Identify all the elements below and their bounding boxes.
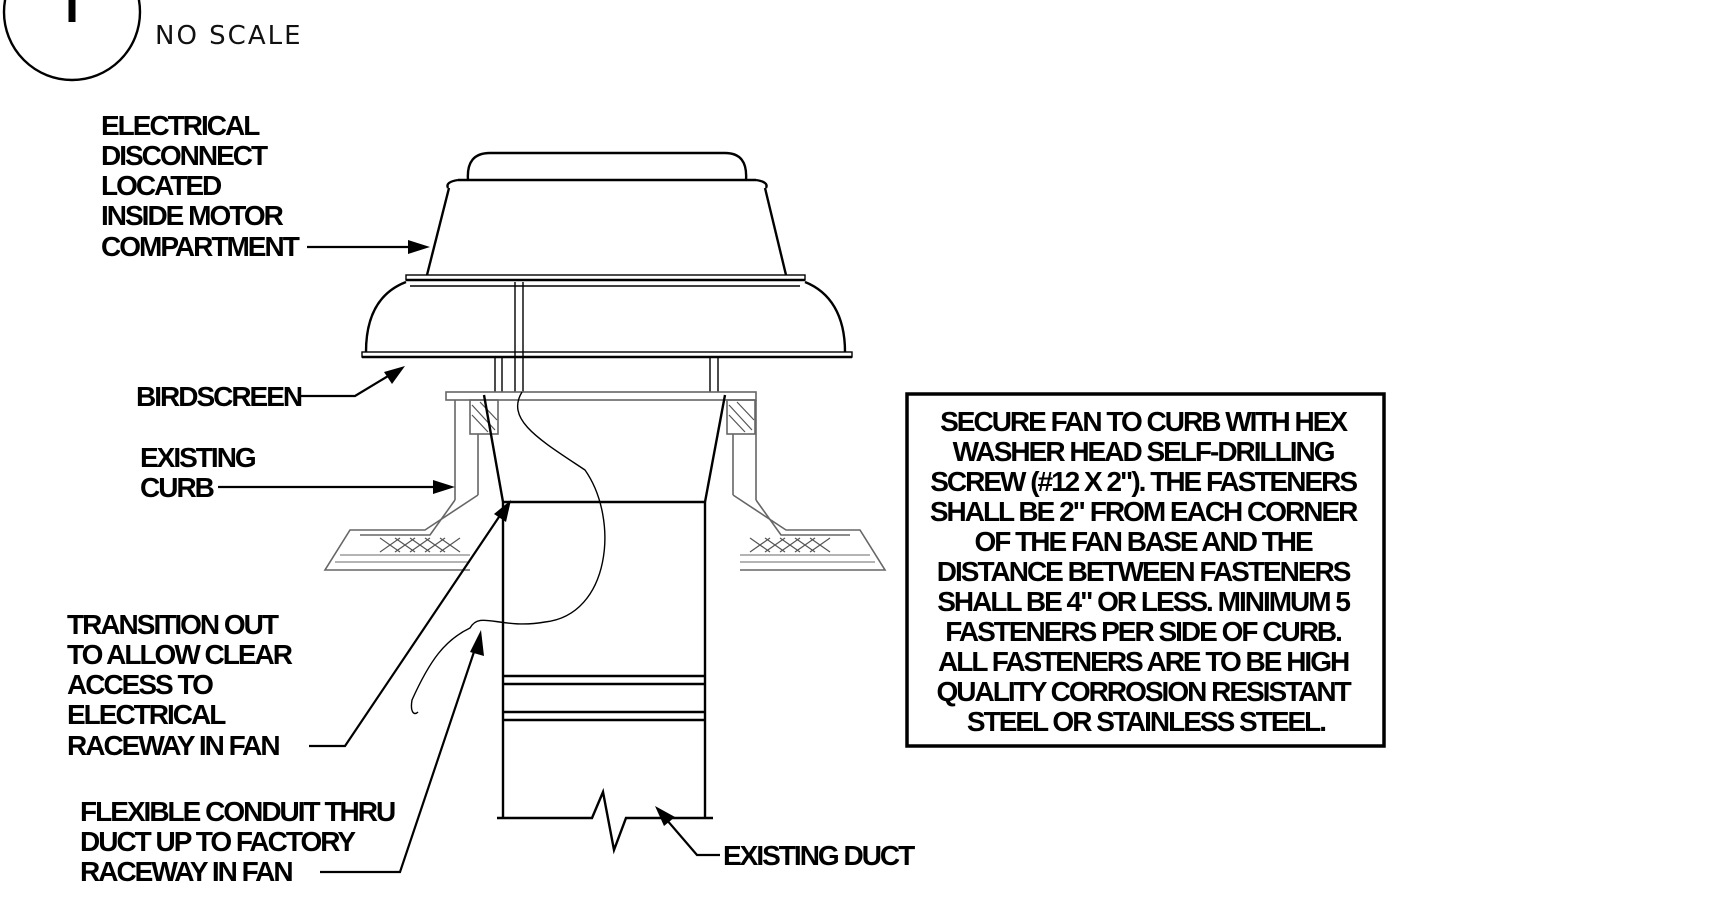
- scale-note: NO SCALE: [155, 21, 303, 51]
- existing-curb: [323, 391, 887, 571]
- transition-callout: TRANSITION OUT TO ALLOW CLEAR ACCESS TO …: [67, 609, 297, 761]
- transition-and-duct: [482, 394, 727, 855]
- detail-tag: [2, 0, 142, 82]
- flexible-conduit-callout: FLEXIBLE CONDUIT THRU DUCT UP TO FACTORY…: [80, 796, 400, 887]
- birdscreen-callout: BIRDSCREEN: [136, 381, 302, 412]
- leader-lines: [218, 240, 720, 874]
- flexible-conduit: [410, 391, 606, 715]
- fastener-note-box: SECURE FAN TO CURB WITH HEX WASHER HEAD …: [905, 392, 1386, 748]
- fastener-note-text: SECURE FAN TO CURB WITH HEX WASHER HEAD …: [930, 406, 1362, 737]
- existing-curb-callout: EXISTING CURB: [140, 442, 260, 503]
- existing-duct-callout: EXISTING DUCT: [723, 840, 915, 871]
- electrical-disconnect-callout: ELECTRICAL DISCONNECT LOCATED INSIDE MOT…: [101, 110, 300, 262]
- fan-hood: [361, 151, 853, 392]
